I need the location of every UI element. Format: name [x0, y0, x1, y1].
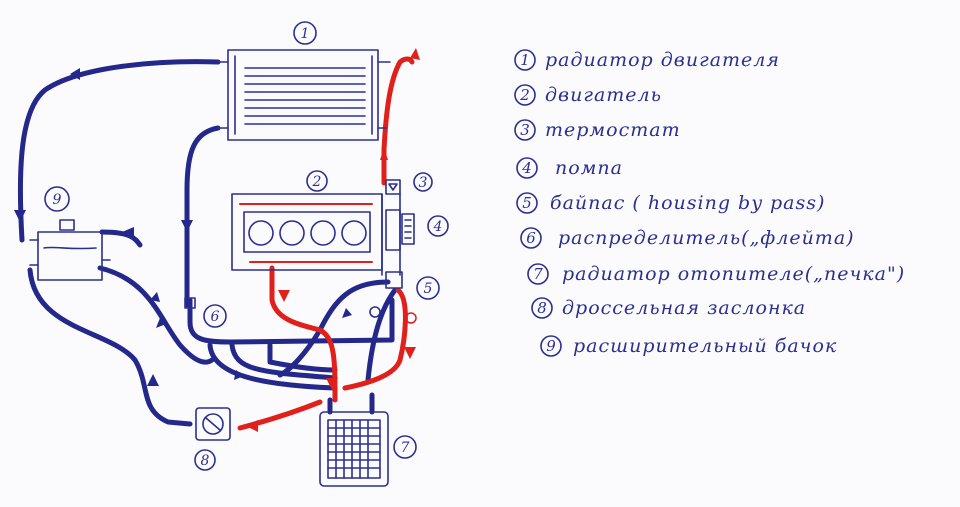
legend-label-2: двигатель [545, 84, 662, 106]
flow-arrows [14, 48, 420, 432]
callout-4: 4 [433, 219, 443, 235]
callout-1: 1 [301, 26, 310, 42]
hose-tank-to-throttle [27, 267, 193, 427]
hose-tank-to-distributor [99, 229, 143, 248]
distributor-tube [187, 297, 395, 345]
svg-text:2: 2 [519, 86, 530, 104]
bypass-icon [369, 271, 417, 324]
arrow-icon [122, 227, 134, 237]
arrow-icon [234, 370, 244, 380]
legend-label-8: дроссельная заслонка [562, 297, 806, 319]
engine-block-icon [231, 193, 383, 271]
hose-heater-return [365, 287, 398, 383]
thermostat-icon [385, 179, 401, 195]
legend-item-1: 1 радиатор двигателя [514, 49, 780, 71]
legend-label-4: помпа [555, 157, 623, 179]
hot-hoses [237, 56, 415, 431]
distributor-icon [184, 297, 196, 309]
legend-label-9: расширительный бачок [573, 335, 837, 357]
legend-label-3: термостат [545, 119, 681, 141]
arrow-icon [404, 347, 416, 359]
throttle-body-icon [195, 407, 231, 441]
arrow-icon [181, 220, 193, 232]
callout-7: 7 [401, 440, 410, 456]
hose-radiator-to-distributor [184, 125, 221, 308]
hose-distributor-drop-3 [267, 342, 338, 373]
callout-9: 9 [53, 192, 62, 208]
arrow-icon [14, 210, 26, 222]
legend-item-4: 4 помпа [516, 157, 623, 179]
arrow-icon [147, 374, 159, 386]
svg-text:6: 6 [526, 229, 536, 247]
svg-text:4: 4 [521, 159, 532, 177]
legend-label-6: распределитель(„флейта) [558, 227, 855, 249]
hose-distributor-drop-1 [207, 342, 338, 391]
svg-text:3: 3 [520, 121, 530, 139]
callout-5: 5 [424, 281, 433, 297]
legend-item-3: 3 термостат [514, 119, 681, 141]
pump-icon [381, 193, 415, 276]
legend-label-5: байпас ( housing by pass) [550, 192, 825, 214]
svg-text:9: 9 [546, 337, 556, 355]
hose-engine-to-heater [269, 265, 338, 403]
arrow-icon [380, 148, 388, 160]
cold-hoses [17, 59, 398, 427]
legend-item-9: 9 расширительный бачок [540, 335, 837, 357]
radiator-icon [217, 49, 391, 141]
diagram-callouts: 1 2 3 4 5 6 7 8 9 [44, 21, 449, 471]
svg-text:1: 1 [520, 51, 530, 69]
hose-distributor-drop-2 [229, 342, 338, 381]
expansion-tank-icon [29, 219, 111, 281]
arrow-icon [326, 378, 338, 390]
callout-6: 6 [211, 309, 220, 325]
callout-3: 3 [419, 175, 428, 191]
legend-label-1: радиатор двигателя [545, 49, 780, 71]
hose-radiator-to-tank [17, 59, 221, 243]
legend-item-6: 6 распределитель(„флейта) [520, 227, 855, 249]
hose-bypass-red [342, 287, 408, 391]
legend-label-7: радиатор отопителе(„печка") [562, 263, 905, 285]
legend-item-5: 5 байпас ( housing by pass) [516, 192, 825, 214]
callout-2: 2 [312, 174, 322, 190]
heater-core-icon [319, 411, 389, 487]
arrow-icon [342, 308, 352, 318]
hose-thermostat-to-radiator [381, 56, 415, 186]
arrow-icon [150, 292, 160, 302]
arrow-icon [278, 290, 290, 302]
legend-item-8: 8 дроссельная заслонка [531, 297, 806, 319]
arrow-icon [156, 318, 166, 328]
legend-item-2: 2 двигатель [514, 84, 662, 106]
svg-text:8: 8 [537, 299, 547, 317]
arrow-icon [246, 420, 258, 432]
legend: 1 радиатор двигателя 2 двигатель 3 термо… [514, 49, 905, 357]
legend-item-7: 7 радиатор отопителе(„печка") [527, 263, 905, 285]
arrow-icon [70, 68, 80, 80]
arrow-icon [410, 48, 420, 60]
callout-8: 8 [201, 453, 210, 469]
svg-text:7: 7 [533, 265, 543, 283]
hose-tank-lower [97, 265, 215, 365]
svg-text:5: 5 [522, 194, 532, 212]
